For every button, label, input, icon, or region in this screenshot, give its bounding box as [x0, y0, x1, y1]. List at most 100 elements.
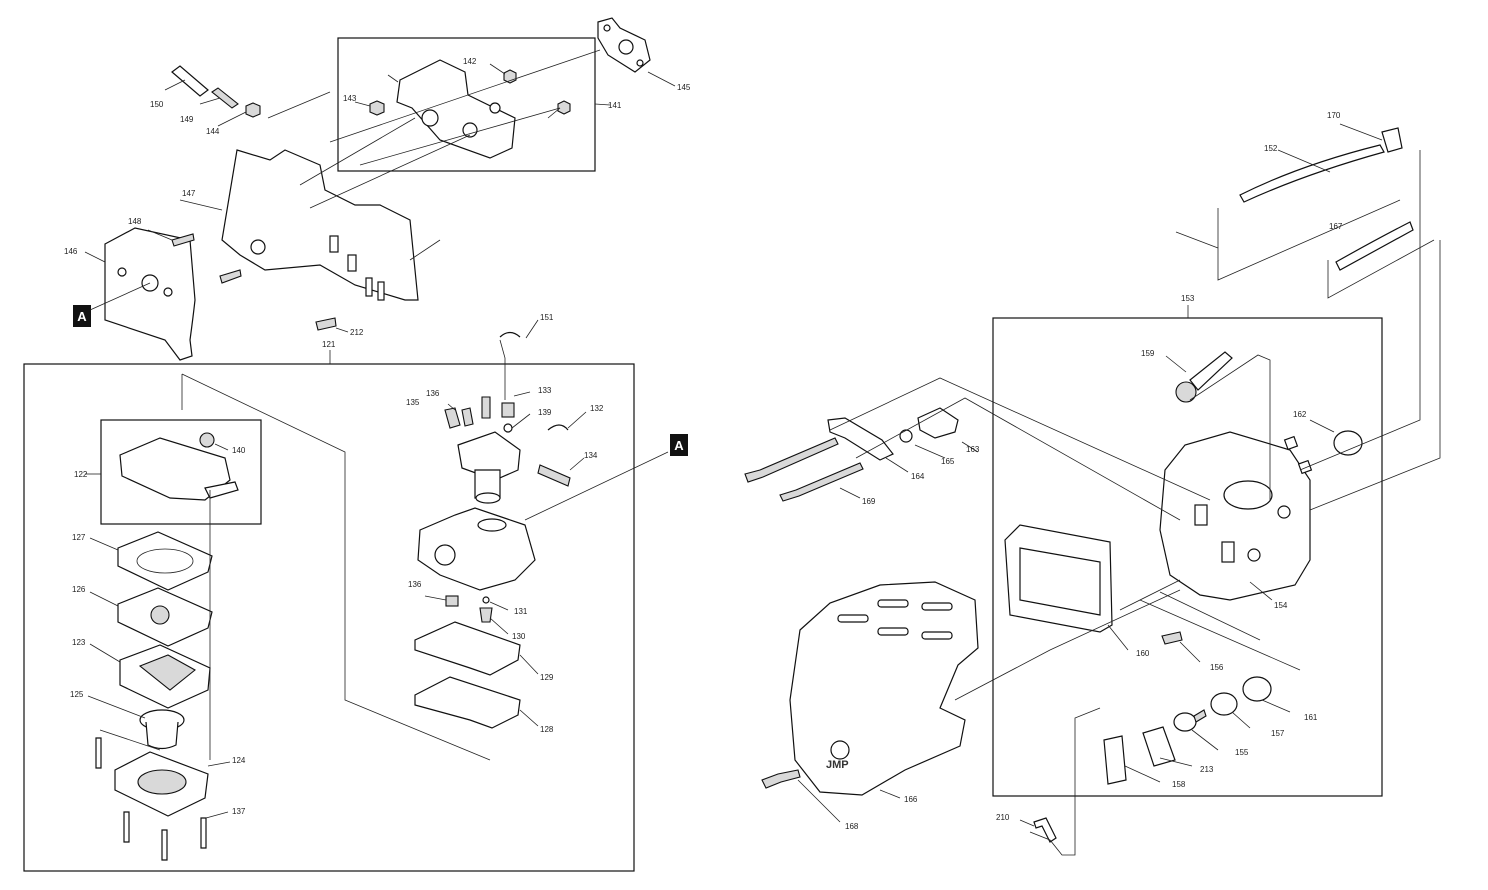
pin-162b-part — [1297, 459, 1313, 475]
washer-139-part — [503, 423, 513, 433]
label-140: 140 — [232, 446, 246, 455]
label-156: 156 — [1210, 663, 1224, 672]
washer-165-part — [899, 429, 913, 443]
cover-embossed-text: JMP — [826, 759, 849, 771]
label-168: 168 — [845, 822, 859, 831]
label-165: 165 — [941, 457, 955, 466]
label-126: 126 — [72, 585, 86, 594]
label-166: 166 — [904, 795, 918, 804]
label-134: 134 — [584, 451, 598, 460]
label-143: 143 — [343, 94, 357, 103]
insulator-plate-part — [104, 227, 196, 361]
oring-162-part — [1333, 430, 1363, 456]
primer-bulb-part — [139, 709, 185, 750]
group-box-141 — [337, 37, 596, 172]
clip-151-part — [499, 331, 521, 338]
pump-cover-part — [119, 432, 239, 501]
bracket-164-part — [827, 417, 894, 461]
screw-148b-part — [219, 269, 242, 284]
label-136: 136 — [426, 389, 440, 398]
plug-133-part — [501, 402, 515, 418]
label-163: 163 — [966, 445, 980, 454]
knob-157-part — [1210, 692, 1238, 716]
label-128: 128 — [540, 725, 554, 734]
lever-158-part — [1103, 735, 1127, 785]
label-212: 212 — [350, 328, 364, 337]
label-160: 160 — [1136, 649, 1150, 658]
carb-holder-part — [221, 149, 419, 301]
screw-148-part — [171, 233, 195, 247]
carb-body-part — [417, 507, 536, 591]
gasket-128-part — [414, 676, 521, 729]
svg-text:A: A — [77, 309, 87, 324]
plate-213-part — [1142, 726, 1176, 767]
label-124: 124 — [232, 756, 246, 765]
screw-134-part — [537, 464, 571, 487]
label-167: 167 — [1329, 222, 1343, 231]
screw-137-part — [200, 817, 207, 849]
air-filter-160-part — [1004, 524, 1113, 633]
label-158: 158 — [1172, 780, 1186, 789]
label-146: 146 — [64, 247, 78, 256]
label-151: 151 — [540, 313, 554, 322]
bolt-long-part — [744, 437, 839, 483]
gasket-145-part — [597, 17, 651, 73]
label-169: 169 — [862, 497, 876, 506]
oring-161-part — [1242, 676, 1272, 702]
group-box-153 — [992, 317, 1383, 797]
label-150: 150 — [150, 100, 164, 109]
label-125: 125 — [70, 690, 84, 699]
throttle-assembly-part — [457, 431, 521, 504]
gasket-127-part — [117, 531, 213, 591]
label-129: 129 — [540, 673, 554, 682]
bolt-169-part — [779, 462, 864, 502]
label-132: 132 — [590, 404, 604, 413]
screw-135-part — [444, 407, 461, 429]
pin-150-part — [171, 65, 209, 97]
nut-144-part — [245, 102, 261, 118]
label-135: 135 — [406, 398, 420, 407]
label-161: 161 — [1304, 713, 1318, 722]
choke-lever-159-part — [1175, 351, 1233, 403]
screw-156-part — [1161, 631, 1183, 645]
label-141: 141 — [608, 101, 622, 110]
plate-163-part — [917, 407, 959, 439]
screw-124b-part — [123, 811, 130, 843]
group-box-121 — [23, 363, 635, 872]
stud-149-part — [211, 87, 239, 109]
group-box-122 — [100, 419, 262, 525]
air-cleaner-case-part — [1159, 431, 1311, 601]
screw-136b-part — [481, 396, 491, 419]
label-149: 149 — [180, 115, 194, 124]
plate-155-part — [1173, 712, 1197, 732]
fuel-pipe-167-part — [1335, 221, 1414, 271]
bolt-168-part — [761, 769, 801, 789]
label-137: 137 — [232, 807, 246, 816]
label-123: 123 — [72, 638, 86, 647]
label-144: 144 — [206, 127, 220, 136]
plug-138-part — [445, 595, 459, 607]
leader-lines — [84, 49, 1441, 856]
gasket-129-part — [414, 621, 521, 676]
label-159: 159 — [1141, 349, 1155, 358]
screw-136-part — [461, 407, 474, 427]
label-210: 210 — [996, 813, 1010, 822]
label-121: 121 — [322, 340, 336, 349]
oring-131-part — [482, 596, 490, 604]
label-130: 130 — [512, 632, 526, 641]
reference-marker-a-left: A — [73, 305, 91, 327]
label-127: 127 — [72, 533, 86, 542]
pin-162a-part — [1283, 435, 1299, 451]
fuel-pipe-152-part — [1239, 144, 1385, 203]
air-cleaner-cover-166-part: JMP — [789, 581, 979, 796]
label-131: 131 — [514, 607, 528, 616]
label-154: 154 — [1274, 601, 1288, 610]
clip-132-part — [547, 424, 569, 431]
valve-block-part — [396, 59, 516, 159]
screw-212-part — [315, 317, 337, 331]
label-157: 157 — [1271, 729, 1285, 738]
nut-143-part — [369, 100, 385, 116]
label-122: 122 — [74, 470, 88, 479]
label-139: 139 — [538, 408, 552, 417]
